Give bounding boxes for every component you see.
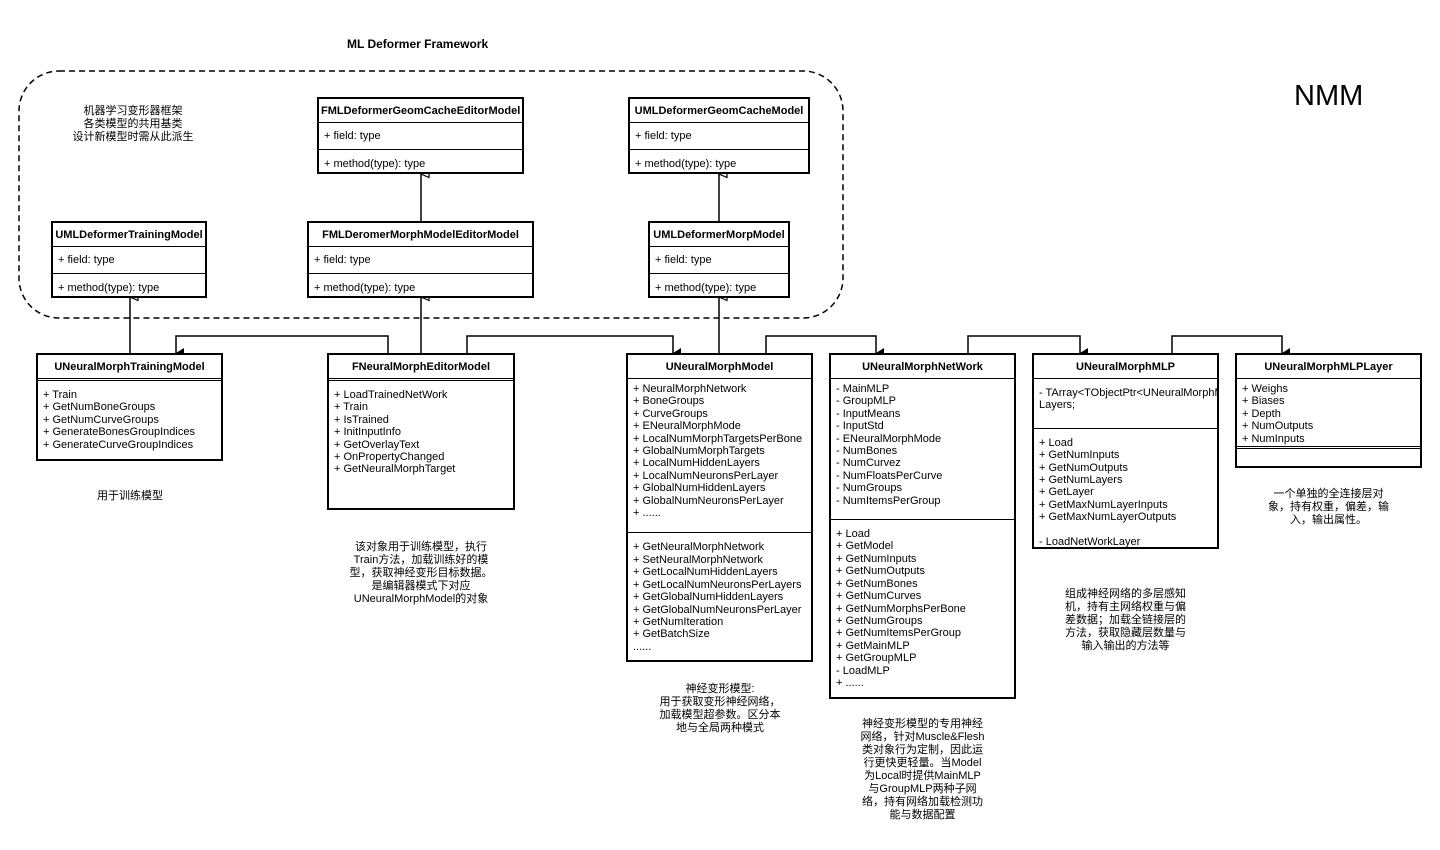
note-layer: 一个单独的全连接层对 象，持有权重，偏差，输 入，输出属性。 (1268, 488, 1389, 526)
class-morph-model-editor-model[interactable]: FMLDeromerMorphModelEditorModel + field:… (307, 221, 534, 298)
class-operations: + Load + GetModel + GetNumInputs + GetNu… (831, 519, 1014, 693)
class-name: UMLDeformerMorpModel (650, 223, 788, 247)
class-attributes: + field: type (324, 130, 381, 142)
assoc-mlp-to-layer (1171, 335, 1290, 358)
class-operations: + GetNeuralMorphNetwork + SetNeuralMorph… (628, 532, 811, 657)
class-operations: + Train + GetNumBoneGroups + GetNumCurve… (43, 389, 195, 451)
class-operations: + method(type): type (53, 273, 205, 298)
class-name: UNeuralMorphNetWork (831, 355, 1014, 379)
class-neural-morph-mlp-layer[interactable]: UNeuralMorphMLPLayer + Weighs + Biases +… (1235, 353, 1422, 468)
note-training: 用于训练模型 (97, 490, 163, 502)
class-geom-cache-editor-model[interactable]: FMLDeformerGeomCacheEditorModel + field:… (317, 97, 524, 174)
class-attributes: + field: type (635, 130, 692, 142)
assoc-network-to-mlp (967, 335, 1088, 358)
class-training-model[interactable]: UMLDeformerTrainingModel + field: type +… (51, 221, 207, 298)
assoc-editor-to-training (175, 335, 389, 358)
class-attributes: - MainMLP - GroupMLP - InputMeans - Inpu… (836, 383, 943, 507)
class-attributes: + Weighs + Biases + Depth + NumOutputs +… (1237, 379, 1420, 449)
class-name: FMLDeformerGeomCacheEditorModel (319, 99, 522, 123)
assoc-editor-to-model (466, 335, 681, 358)
class-attributes: - TArray<TObjectPtr<UNeuralMorphM Layers… (1039, 387, 1217, 412)
class-name: UMLDeformerGeomCacheModel (630, 99, 808, 123)
class-name: UNeuralMorphMLPLayer (1237, 355, 1420, 379)
class-operations: + Load + GetNumInputs + GetNumOutputs + … (1034, 427, 1217, 553)
class-operations: + LoadTrainedNetWork + Train + IsTrained… (334, 389, 456, 476)
framework-note: 机器学习变形器框架 各类模型的共用基类 设计新模型时需从此派生 (72, 105, 194, 143)
class-name: UNeuralMorphMLP (1034, 355, 1217, 379)
class-neural-morph-training-model[interactable]: UNeuralMorphTrainingModel + Train + GetN… (36, 353, 223, 461)
class-operations: + method(type): type (650, 273, 788, 298)
class-attributes: + field: type (58, 254, 115, 266)
class-name: UMLDeformerTrainingModel (53, 223, 205, 247)
class-name: FMLDeromerMorphModelEditorModel (309, 223, 532, 247)
class-operations: + method(type): type (309, 273, 532, 298)
class-neural-morph-editor-model[interactable]: FNeuralMorphEditorModel + LoadTrainedNet… (327, 353, 515, 510)
class-morp-model[interactable]: UMLDeformerMorpModel + field: type + met… (648, 221, 790, 298)
class-operations: + method(type): type (319, 149, 522, 174)
note-model: 神经变形模型: 用于获取变形神经网络， 加载模型超参数。区分本 地与全局两种模式 (659, 683, 781, 734)
nmm-label: NMM (1294, 80, 1364, 112)
class-name: UNeuralMorphTrainingModel (38, 355, 221, 381)
note-network: 神经变形模型的专用神经 网络，针对Muscle&Flesh 类对象行为定制，因此… (860, 718, 985, 821)
framework-boundary (18, 70, 844, 319)
note-editor: 该对象用于训练模型，执行 Train方法，加载训练好的模 型，获取神经变形目标数… (349, 541, 493, 605)
class-name: UNeuralMorphModel (628, 355, 811, 379)
class-neural-morph-model[interactable]: UNeuralMorphModel + NeuralMorphNetwork +… (626, 353, 813, 662)
framework-title: ML Deformer Framework (347, 37, 489, 51)
note-mlp: 组成神经网络的多层感知 机，持有主网络权重与偏 差数据；加载全链接层的 方法，获… (1065, 588, 1186, 652)
class-attributes: + NeuralMorphNetwork + BoneGroups + Curv… (633, 383, 803, 520)
class-attributes: + field: type (314, 254, 371, 266)
class-geom-cache-model[interactable]: UMLDeformerGeomCacheModel + field: type … (628, 97, 810, 174)
class-operations: + method(type): type (630, 149, 808, 174)
class-attributes: + field: type (655, 254, 712, 266)
class-neural-morph-network[interactable]: UNeuralMorphNetWork - MainMLP - GroupMLP… (829, 353, 1016, 699)
class-neural-morph-mlp[interactable]: UNeuralMorphMLP - TArray<TObjectPtr<UNeu… (1032, 353, 1219, 549)
class-name: FNeuralMorphEditorModel (329, 355, 513, 381)
assoc-model-to-network (765, 335, 884, 358)
